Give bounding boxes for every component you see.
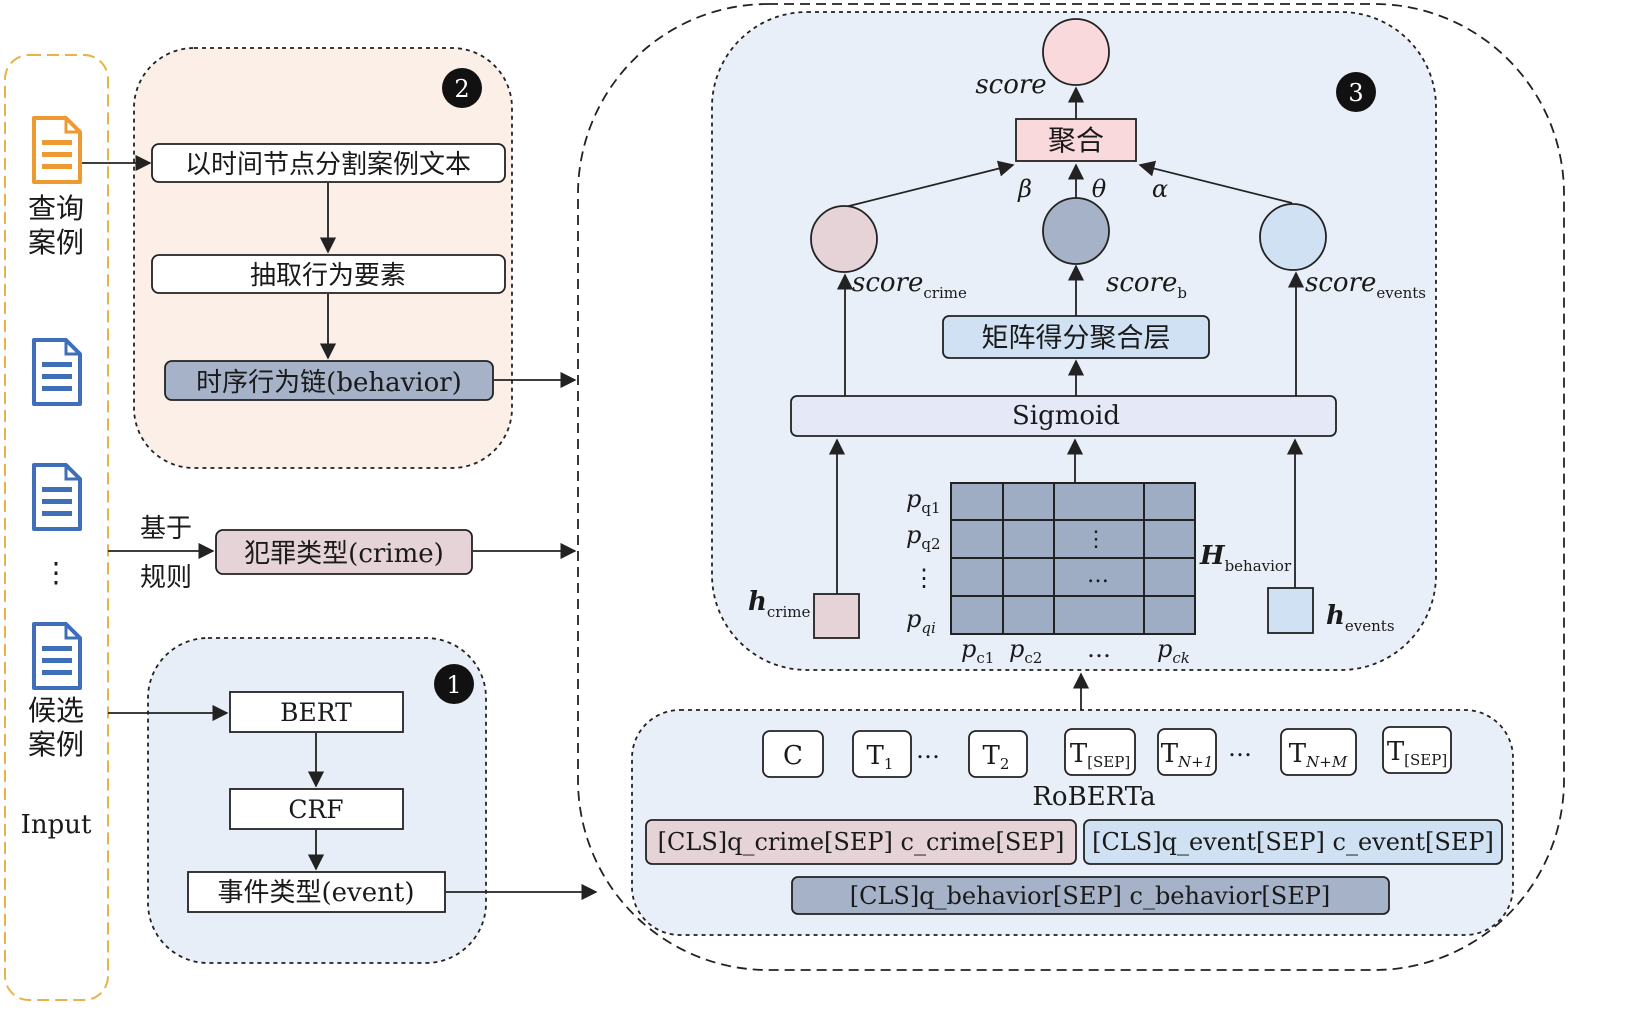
crime-type-box xyxy=(215,529,473,575)
aggregate-label: 聚合 xyxy=(1048,124,1104,157)
score-events-label: scoreevents xyxy=(1305,268,1426,302)
input-behavior-pair-box xyxy=(791,876,1390,915)
extract-behavior-box xyxy=(151,254,506,294)
module-2-badge-number: 2 xyxy=(454,75,469,103)
token-t-sep: T[SEP] xyxy=(1064,728,1136,776)
h-behavior-label: Hbehavior xyxy=(1199,541,1292,575)
input-panel xyxy=(4,54,109,1001)
model-container xyxy=(577,3,1565,971)
bert-box xyxy=(229,691,404,733)
input-crime-pair-box xyxy=(645,819,1077,865)
svg-text:C: C xyxy=(783,741,803,771)
candidate-label-2: 案例 xyxy=(28,728,84,761)
svg-text:T1: T1 xyxy=(867,741,894,773)
module-1-badge xyxy=(434,664,474,704)
crf-box xyxy=(229,788,404,830)
input-crime-pair-label: [CLS]q_crime[SEP] c_crime[SEP] xyxy=(658,828,1065,856)
token-c: C xyxy=(762,730,824,778)
module-3-badge-number: 3 xyxy=(1348,79,1363,107)
roberta-label: RoBERTa xyxy=(1032,782,1155,812)
final-score-label: score xyxy=(975,70,1046,100)
token-t-sep-2: T[SEP] xyxy=(1382,726,1452,774)
h-crime-vector xyxy=(813,593,860,639)
arrow-events-to-aggregate xyxy=(1138,160,1293,204)
svg-text:TN+M: TN+M xyxy=(1289,739,1348,771)
matrix-row-label: ⋮ xyxy=(912,564,936,592)
weight-beta: β xyxy=(1017,175,1032,203)
matrix-horizontal-dots: … xyxy=(1087,563,1109,588)
query-document-icon xyxy=(32,116,82,184)
crf-label: CRF xyxy=(288,795,343,824)
behavior-chain-label: 时序行为链(behavior) xyxy=(196,368,462,398)
h-events-label: hevents xyxy=(1326,601,1395,635)
token-t2: T2 xyxy=(968,730,1028,778)
matrix-col-label: pc1 xyxy=(961,635,994,667)
sigmoid-box xyxy=(790,395,1337,437)
weight-alpha: α xyxy=(1152,175,1168,203)
score-behavior-label: scoreb xyxy=(1106,268,1187,302)
weight-theta: θ xyxy=(1092,175,1107,203)
query-label-2: 案例 xyxy=(28,226,84,259)
module-2-badge xyxy=(442,68,482,108)
score-events-node xyxy=(1259,203,1327,271)
arrow-crime-to-aggregate xyxy=(844,160,1015,208)
candidate-document-icon xyxy=(32,463,82,531)
score-behavior-node xyxy=(1042,197,1110,265)
query-label-1: 查询 xyxy=(28,192,84,225)
token-dots: … xyxy=(916,736,940,764)
extract-behavior-label: 抽取行为要素 xyxy=(250,261,406,291)
matrix-aggregation-layer-box xyxy=(942,315,1210,359)
candidate-document-icon xyxy=(32,338,82,406)
candidate-document-icon xyxy=(32,622,82,690)
segment-text-box xyxy=(151,143,506,183)
matrix-col-label: … xyxy=(1087,635,1111,663)
token-t1: T1 xyxy=(852,730,912,778)
token-dots: … xyxy=(1228,734,1252,762)
matrix-aggregation-layer-label: 矩阵得分聚合层 xyxy=(982,323,1171,354)
aggregate-box xyxy=(1015,118,1137,162)
matrix-col-label: pck xyxy=(1157,635,1190,667)
svg-text:T[SEP]: T[SEP] xyxy=(1070,739,1130,771)
h-events-vector xyxy=(1267,587,1314,634)
event-type-label: 事件类型(event) xyxy=(218,878,415,908)
module-3-badge xyxy=(1336,72,1376,112)
h-behavior-matrix xyxy=(950,482,1196,635)
behavior-chain-box xyxy=(164,360,494,401)
matrix-row-label: pqi xyxy=(906,605,936,637)
matrix-row-label: pq1 xyxy=(906,485,941,517)
input-vertical-dots: ⋮ xyxy=(42,556,70,589)
crime-type-label: 犯罪类型(crime) xyxy=(244,539,444,569)
h-crime-label: hcrime xyxy=(748,587,810,621)
input-label: Input xyxy=(21,810,92,840)
rule-label-bottom: 规则 xyxy=(140,563,192,593)
matrix-row-label: pq2 xyxy=(906,521,941,553)
score-crime-node xyxy=(810,205,878,273)
input-event-pair-label: [CLS]q_event[SEP] c_event[SEP] xyxy=(1092,828,1494,856)
segment-text-label: 以时间节点分割案例文本 xyxy=(185,150,471,180)
score-crime-label: scorecrime xyxy=(852,268,967,302)
matrix-vertical-dots: ⋮ xyxy=(1085,527,1107,552)
svg-text:T[SEP]: T[SEP] xyxy=(1387,737,1447,769)
candidate-label-1: 候选 xyxy=(28,694,84,727)
input-event-pair-box xyxy=(1083,819,1503,865)
input-behavior-pair-label: [CLS]q_behavior[SEP] c_behavior[SEP] xyxy=(850,882,1331,910)
rule-label-top: 基于 xyxy=(140,514,192,544)
module-1-badge-number: 1 xyxy=(446,671,461,699)
svg-text:T2: T2 xyxy=(983,741,1010,773)
final-score-node xyxy=(1042,18,1110,86)
event-type-box xyxy=(187,871,446,913)
bert-label: BERT xyxy=(280,698,352,727)
sigmoid-label: Sigmoid xyxy=(1012,401,1120,431)
token-t-n-plus-1: TN+1 xyxy=(1157,728,1217,776)
svg-text:TN+1: TN+1 xyxy=(1161,739,1214,771)
token-t-n-plus-m: TN+M xyxy=(1280,728,1357,776)
matrix-col-label: pc2 xyxy=(1009,635,1042,667)
